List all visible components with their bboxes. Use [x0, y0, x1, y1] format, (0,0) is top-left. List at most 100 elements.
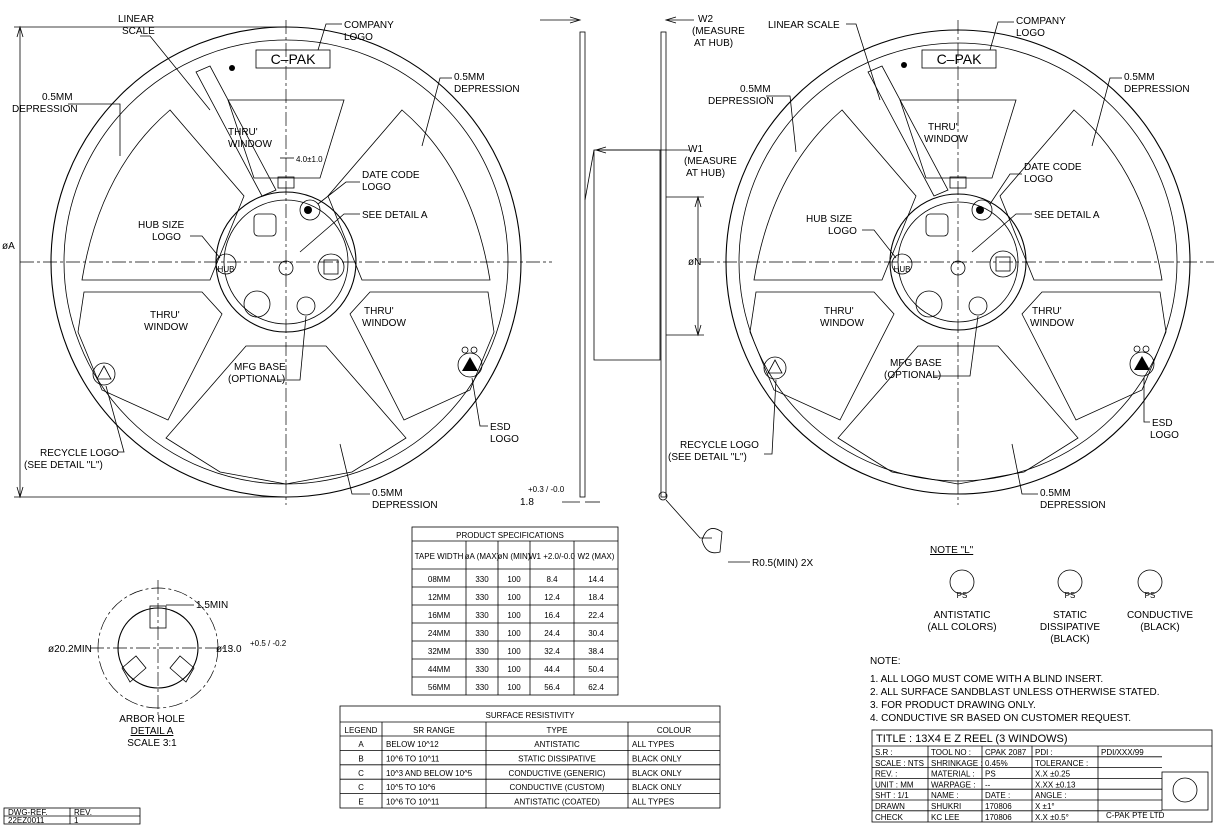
spec-cell: 8.4 — [546, 575, 558, 584]
tb-cell: 170806 — [985, 802, 1012, 811]
side-edge-circle — [658, 491, 668, 501]
reel-side-view: W2 (MEASURE AT HUB) W1 (MEASURE AT HUB) … — [520, 14, 813, 569]
dim-15-label: 1.5MIN — [196, 600, 228, 611]
dim-a-arrow-bottom — [16, 486, 24, 499]
label-mfg-base-l2: (OPTIONAL) — [228, 374, 285, 385]
label-arbor-hole: ARBOR HOLE — [119, 714, 185, 725]
tb-cell: 0.45% — [985, 759, 1008, 768]
esd-mark-a-r — [1133, 345, 1141, 353]
leader-hub-size — [190, 235, 221, 259]
spec-cell: 30.4 — [588, 629, 604, 638]
hub-slot — [253, 213, 277, 237]
tb-cell: NAME : — [931, 791, 959, 800]
dim-a-arrow-top — [16, 25, 24, 38]
recycle-triangle-icon — [96, 365, 112, 380]
leader-date-code-r — [989, 173, 1022, 205]
leader-hub-size-r — [862, 229, 897, 259]
leader-depression-left-r — [766, 95, 797, 153]
tb-cell: DRAWN — [875, 802, 905, 811]
label-date-code-r2: LOGO — [1024, 174, 1053, 185]
spec-cell: 32.4 — [544, 647, 560, 656]
leader-date-code — [317, 181, 360, 205]
drive-hole-r — [989, 250, 1017, 278]
spec-cell: 330 — [475, 611, 489, 620]
spec-cell: 100 — [507, 665, 521, 674]
sr-header-range: SR RANGE — [413, 726, 455, 735]
recycle-triangle-icon-r — [767, 359, 783, 374]
label-depression-rr2: DEPRESSION — [1124, 84, 1190, 95]
logo-static-dissipative-icon — [1057, 569, 1083, 595]
spec-header-dia-n: øN (MIN) — [498, 552, 531, 561]
spec-cell: 62.4 — [588, 683, 604, 692]
label-esd-r1: ESD — [1152, 418, 1173, 429]
detail-a-key-right — [169, 655, 195, 683]
tb-cell: KC LEE — [931, 813, 959, 822]
tb-cell: TOOL NO : — [931, 748, 971, 757]
product-spec-table: PRODUCT SPECIFICATIONS TAPE WIDTH øA (MA… — [411, 526, 619, 696]
label-esd-l2: LOGO — [490, 434, 519, 445]
sr-cell: C — [358, 769, 364, 778]
label-detail-a: DETAIL A — [131, 726, 174, 737]
sr-cell: BLACK ONLY — [632, 769, 682, 778]
tb-cell: X.XX ±0.13 — [1035, 780, 1076, 789]
dim-n-label: øN — [688, 257, 701, 268]
label-depression-b1: 0.5MM — [372, 488, 403, 499]
label-thru-window-right-r2: WINDOW — [1030, 318, 1074, 329]
spec-cell: 100 — [507, 611, 521, 620]
linear-scale-strip — [195, 65, 277, 197]
tb-cell: SHT : 1/1 — [875, 791, 909, 800]
sr-cell: 10^3 AND BELOW 10^5 — [386, 769, 473, 778]
esd-logo-icon-r — [1129, 351, 1155, 377]
leader-depression-right-r — [1091, 77, 1122, 147]
side-flange-right — [660, 31, 667, 498]
label-company-logo-r2: LOGO — [1016, 28, 1045, 39]
label-linear-scale-r: LINEAR SCALE — [768, 20, 840, 31]
dim-13-label: ø13.0 — [216, 644, 242, 655]
label-esd-l1: ESD — [490, 422, 511, 433]
dwg-ref-block: DWG-REF. REV. 22EZ0011 1 — [3, 807, 141, 825]
company-logo-circle-icon — [1172, 777, 1198, 803]
notes-heading: NOTE: — [870, 656, 901, 667]
spec-cell: 100 — [507, 683, 521, 692]
label-depression-l2: DEPRESSION — [12, 104, 78, 115]
title-block: TITLE : 13X4 E Z REEL (3 WINDOWS) S.R :T… — [871, 729, 1213, 823]
dim-w2-arrow-right — [664, 16, 677, 24]
tb-cell: REV. : — [875, 770, 897, 779]
recycle-logo-icon-r — [763, 356, 787, 380]
note-4: 4. CONDUCTIVE SR BASED ON CUSTOMER REQUE… — [870, 713, 1131, 724]
dim-18-tolerance: +0.3 / -0.0 — [528, 485, 565, 494]
dim-202-label: ø20.2MIN — [48, 644, 92, 655]
thru-window-top-r — [899, 99, 1017, 179]
sr-cell: ANTISTATIC — [534, 740, 580, 749]
sr-cell: CONDUCTIVE (CUSTOM) — [510, 783, 605, 792]
logo-conductive-icon — [1137, 569, 1163, 595]
label-depression-l1: 0.5MM — [42, 92, 73, 103]
label-depression-r2: DEPRESSION — [454, 84, 520, 95]
label-thru-window-top-r1: THRU' — [928, 122, 958, 133]
leader-mfg-base — [278, 315, 307, 381]
label-see-detail-a-r: SEE DETAIL A — [1034, 210, 1100, 221]
spec-header-w1: W1 +2.0/-0.0 — [529, 552, 576, 561]
leader-see-detail-a — [299, 213, 360, 253]
label-w2-at-hub: AT HUB) — [694, 38, 733, 49]
tb-cell: DATE : — [985, 791, 1010, 800]
drive-hole — [317, 253, 345, 281]
note-l-logos: NOTE "L" PS PS PS ANTISTATIC (ALL COLORS… — [927, 545, 1193, 645]
thru-window-right — [349, 291, 495, 421]
thru-window-left — [77, 291, 223, 421]
label-w1-measure: (MEASURE — [684, 156, 737, 167]
tb-cell: ANGLE : — [1035, 791, 1067, 800]
label-linear-scale-l2: SCALE — [122, 26, 155, 37]
esd-logo-icon — [457, 352, 483, 378]
company-logo-box — [255, 49, 331, 69]
leader-depression-bottom-r — [1011, 443, 1038, 495]
side-flange-left — [579, 31, 586, 498]
label-static-l2: DISSIPATIVE — [1040, 622, 1101, 633]
leader-mfg-base-r — [934, 315, 979, 377]
rev-value: 1 — [74, 816, 79, 825]
spec-cell: 330 — [475, 647, 489, 656]
spec-cell: 100 — [507, 575, 521, 584]
